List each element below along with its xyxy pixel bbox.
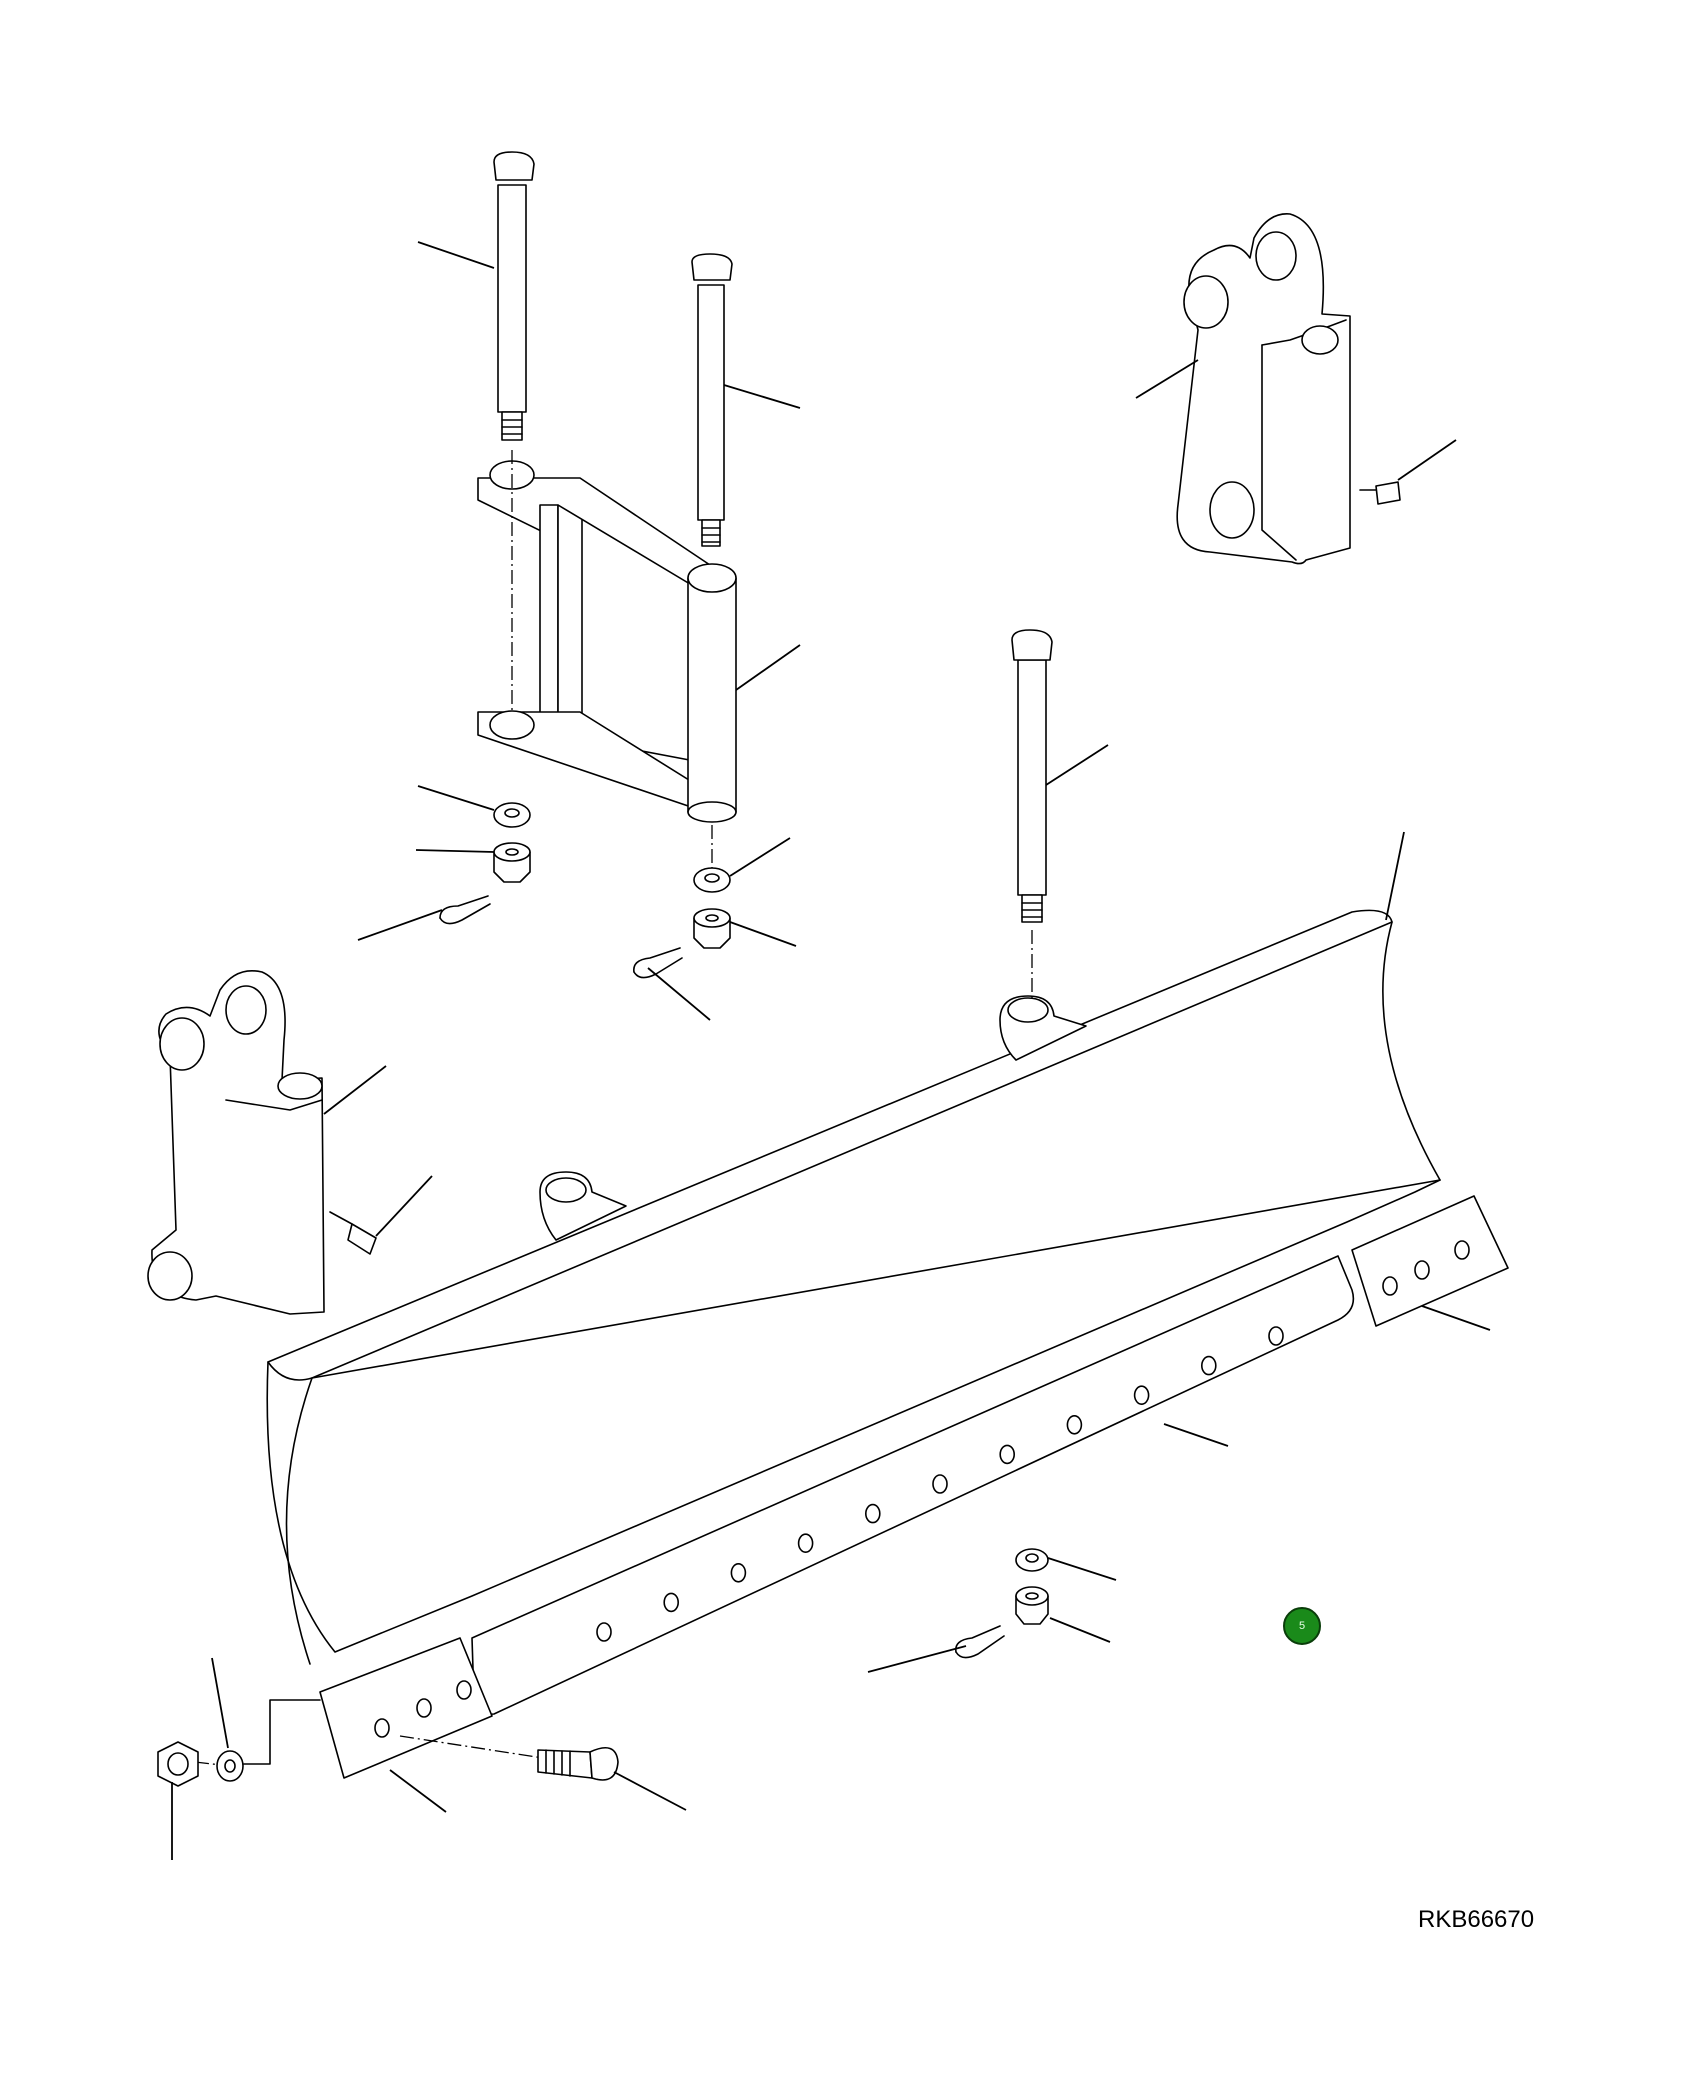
cutting-edge-bolt-hole [1135, 1386, 1149, 1404]
dozer-blade [267, 910, 1440, 1664]
nut-center [694, 909, 730, 948]
end-bit-right [1352, 1196, 1508, 1326]
washer-center [694, 868, 730, 892]
pivot-pin-center [692, 254, 732, 546]
washer-lower-left [217, 1751, 243, 1781]
drawing-reference-code: RKB66670 [1418, 1906, 1535, 1933]
cutting-edge-bolt-hole [597, 1623, 611, 1641]
cutting-edge-bolt-hole [1067, 1416, 1081, 1434]
leader-lines [172, 242, 1490, 1860]
grease-fitting-right [1360, 482, 1400, 504]
nut-lower [1016, 1587, 1048, 1624]
cutting-edge-bolt-hole [933, 1475, 947, 1493]
bolt-bracket-line [244, 1700, 320, 1764]
bracket-right [1177, 214, 1350, 564]
pivot-pin-left [494, 152, 534, 440]
nut-left [494, 843, 530, 882]
cutting-edge-bolt-hole [731, 1564, 745, 1582]
blade-mount-boss-left [540, 1172, 626, 1240]
cutting-edge-bolt-hole [866, 1505, 880, 1523]
cutting-edge-bolt-hole [1269, 1327, 1283, 1345]
cutting-edge-center-holes [597, 1327, 1283, 1641]
callout-badge[interactable]: 5 [1283, 1607, 1321, 1645]
cutting-edge-bolt-hole [799, 1534, 813, 1552]
axis-line-bolt [400, 1736, 556, 1760]
cotter-pin-left [440, 896, 490, 924]
grease-fitting-left [330, 1212, 376, 1254]
blade-mount-boss-right [1000, 996, 1086, 1060]
end-bit-left [320, 1638, 492, 1778]
cutting-edge-bolt-hole [1000, 1445, 1014, 1463]
washer-lower [1016, 1549, 1048, 1571]
cotter-pin-lower [956, 1626, 1004, 1658]
cotter-pin-center [634, 948, 682, 978]
cutting-edge-bolt-hole [664, 1593, 678, 1611]
cutting-edge-bolt-hole [1202, 1357, 1216, 1375]
bracket-left [148, 971, 324, 1314]
washer-left [494, 803, 530, 827]
pivot-frame [478, 461, 736, 822]
plow-bolt [538, 1748, 618, 1780]
nut-lower-left [158, 1742, 198, 1786]
pivot-pin-right [1012, 630, 1052, 922]
